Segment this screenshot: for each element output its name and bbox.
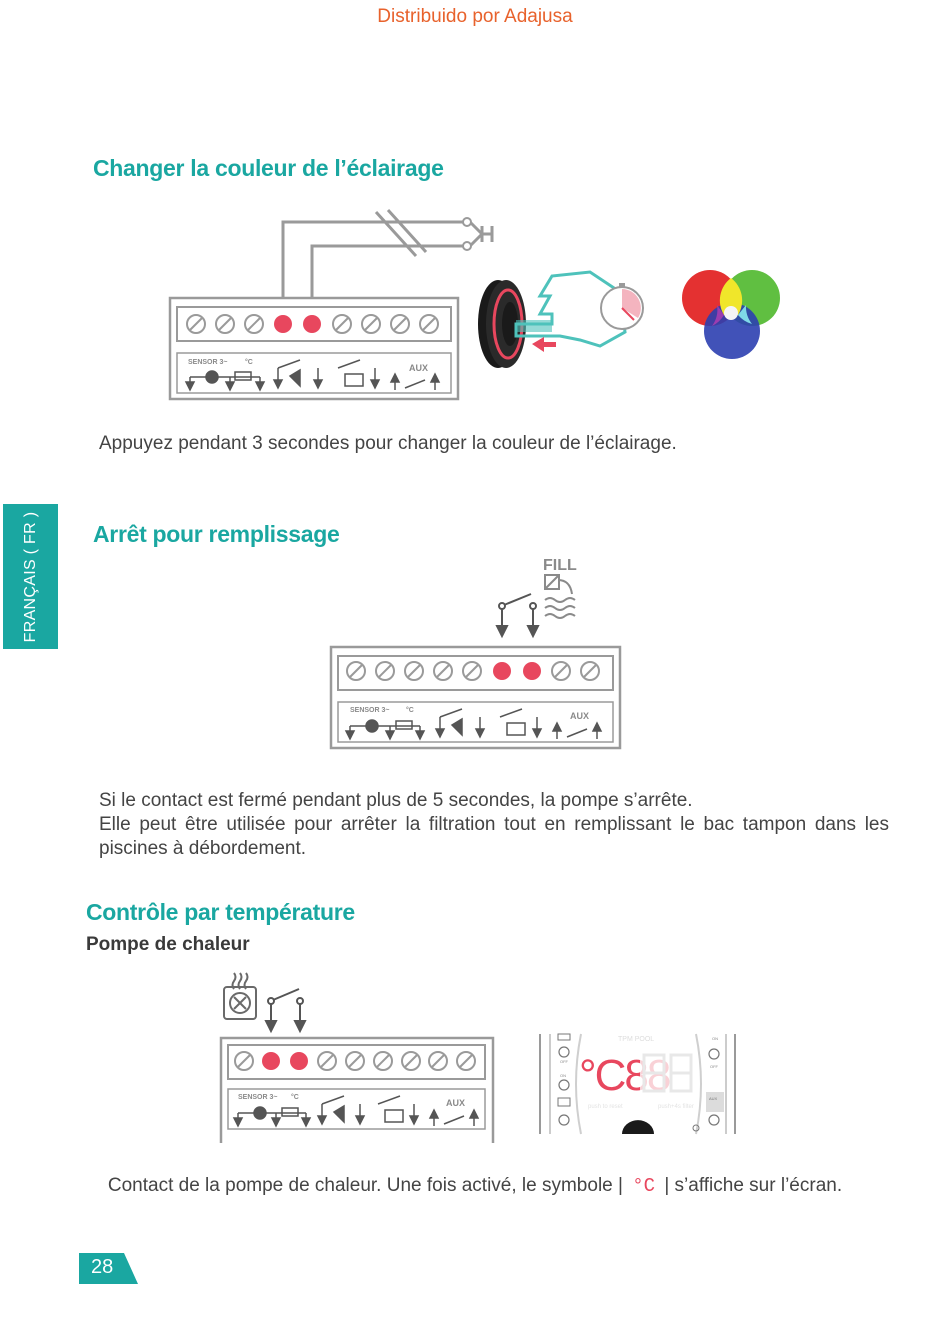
on-label: ON <box>560 1073 566 1078</box>
svg-text:ON: ON <box>712 1036 718 1041</box>
sensor-label: SENSOR 3~ <box>238 1094 278 1101</box>
celsius-label: °C <box>406 706 414 714</box>
aux-label: AUX <box>570 711 589 721</box>
section-title-lighting: Changer la couleur de l’éclairage <box>93 155 444 181</box>
fill-diagram: FILL SENSOR 3~ °C AUX <box>329 557 622 750</box>
page-number: 28 <box>91 1256 114 1278</box>
heat-pump-caption-before: Contact de la pompe de chaleur. Une fois… <box>107 1175 623 1196</box>
controller-display: TPM POOL OFF ON ON OFF AUX °C88 push to … <box>539 1033 736 1136</box>
celsius-symbol: °C <box>632 1175 656 1197</box>
heat-pump-icon <box>223 972 257 1020</box>
celsius-label: °C <box>291 1093 299 1101</box>
lighting-caption: Appuyez pendant 3 secondes pour changer … <box>99 433 677 454</box>
sensor-label: SENSOR 3~ <box>188 359 228 366</box>
aux-label: AUX <box>409 363 428 373</box>
push-button-illustration <box>478 270 644 368</box>
section-title-fill: Arrêt pour remplissage <box>93 521 340 547</box>
lighting-diagram: SENSOR 3~ °C AUX <box>168 208 780 401</box>
language-tab-label: FRANÇAIS ( FR ) <box>21 511 39 642</box>
svg-text:OFF: OFF <box>710 1064 719 1069</box>
off-label: OFF <box>560 1059 569 1064</box>
aux-label: AUX <box>446 1098 465 1108</box>
fill-label: FILL <box>543 557 577 574</box>
push-filter-label: push+4s filter <box>658 1104 694 1110</box>
fill-caption-line2: Elle peut être utilisée pour arrêter la … <box>99 814 889 859</box>
terminal-block: SENSOR 3~ °C AUX <box>168 296 460 401</box>
page-number-tab: 28 <box>79 1253 139 1284</box>
distributor-header: Distribuido por Adajusa <box>377 6 573 27</box>
push-reset-label: push to reset <box>588 1104 623 1110</box>
aux-button-label: AUX <box>709 1096 718 1101</box>
brand-label: TPM POOL <box>618 1036 654 1043</box>
heat-pump-caption-after: | s’affiche sur l’écran. <box>664 1175 843 1196</box>
sensor-label: SENSOR 3~ <box>350 707 390 714</box>
fill-caption-line1: Si le contact est fermé pendant plus de … <box>99 790 693 811</box>
celsius-label: °C <box>245 358 253 366</box>
section-title-temperature: Contrôle par température <box>86 899 355 925</box>
rgb-color-circles <box>682 270 780 359</box>
language-tab: FRANÇAIS ( FR ) <box>3 504 58 649</box>
heat-pump-diagram: SENSOR 3~ °C AUX <box>219 972 495 1143</box>
section-subtitle-heat-pump: Pompe de chaleur <box>86 934 250 955</box>
heat-pump-caption: Contact de la pompe de chaleur. Une fois… <box>0 1174 950 1198</box>
